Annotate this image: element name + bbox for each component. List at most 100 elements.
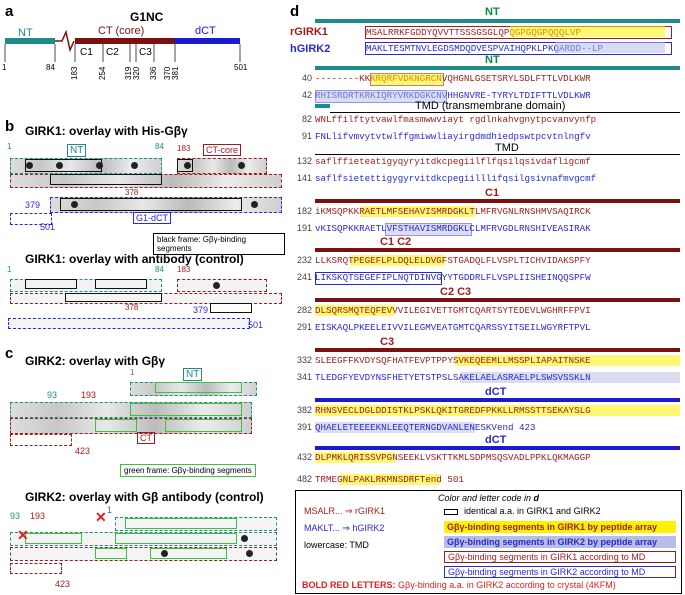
girk2-n-1: 1 [130,368,135,377]
panel-c-title-2: GIRK2: overlay with Gβ antibody (control… [25,490,264,504]
identical-marker-icon [444,509,458,515]
panel-d-letter: d [290,3,300,20]
num-r3-g2: 141 [296,173,312,183]
num-r5-g2: 241 [296,272,312,282]
num-r6-g2: 291 [296,322,312,332]
green-frame-1 [155,382,242,393]
num-r6-g1: 282 [296,305,312,315]
girk2-ab-row-2 [10,532,277,546]
legend-left-2: MAKLT... ⇒ hGIRK2 [304,523,385,533]
sec-dct-1: dCT [485,386,507,398]
seq-r0-g2: MAKLTESMTNVLEGDSMDQDVESPVAIHQPKLPKQARDD-… [365,42,672,55]
legend-right-4: Gβγ-binding segments in GIRK1 according … [444,551,676,563]
girk2-ab-row-4 [10,563,62,574]
sequence-alignment: NT rGIRK1 hGIRK2 MSALRRKFGDDYQVVTTSSSGSG… [290,6,682,466]
binding-frame-4 [60,198,242,211]
panel-c-letter: c [5,345,14,362]
legend-bottom: BOLD RED LETTERS: Gβγ-binding a.a. in GI… [302,580,616,590]
num-r5-g1: 232 [296,255,312,265]
seq-r4-g2: vKISQPKKRAETLVFSTHAVISMRDGKLCLMFRVGDLRNS… [315,223,591,234]
seq-r2-g2: FNLlifvmvytvtwlffgmiwwliayirgdmdhiedpswt… [315,131,591,142]
tick-381: 381 [171,66,180,80]
tick-501: 501 [234,63,248,72]
green-frame-note: green frame: Gβγ-binding segments [120,464,256,477]
sec-c2c3: C2 C3 [440,286,472,298]
seq-r4-g1: iKMSQPKKRAETLMFSEHAVISMRDGKLTLMFRVGNLRNS… [315,206,591,217]
nt-label: NT [18,27,33,39]
num-r9-g1: 432 [296,452,312,462]
num-r9-g2: 482 [296,474,312,484]
num-r2-g1: 82 [301,114,312,124]
ab-row-1b [177,279,267,292]
girk1-n-378: 378 [125,188,139,197]
ct-core-bar [75,38,175,44]
green-frame-3 [95,419,137,432]
girk2-ab-row-3 [10,547,277,561]
girk1-n-501: 501 [40,222,56,232]
tick-336: 336 [149,66,158,80]
girk1-ab-n-501: 501 [248,320,264,330]
linker-zigzag [55,29,75,53]
num-r4-g1: 182 [296,206,312,216]
panel-b-title-2: GIRK1: overlay with antibody (control) [25,252,244,266]
ct-core-label: CT (core) [98,25,145,37]
panel-a-title: G1NC [130,10,164,24]
girk2-ab-n-423: 423 [55,579,71,589]
girk1-ab-n-183: 183 [177,265,191,274]
blot-row-4 [10,213,52,225]
seq-r1-g2: RHISRDRTKRKIQRYVRKDGKCNVHHGNVRE-TYRYLTDI… [315,90,591,101]
seq-r6-g2: EISKAQLPKEELEIVVILEGMVEATGMTCQARSSYITSEI… [315,322,591,333]
sec-tmd-1: TMD (transmembrane domain) [415,100,566,112]
cross-mark-1: ✕ [95,509,107,525]
seq-r5-g2: LIKSKQTSEGEFIPLNQTDINVGYYTGDDRLFLVSPLIIS… [315,272,591,283]
panel-b-title-1: GIRK1: overlay with His-Gβγ [25,124,188,138]
girk2-n-93: 93 [47,390,58,400]
sec-tmd-2: TMD [495,142,519,154]
girk1-his-gbg-overlay: 1 NT 84 183 CT-core 378 379 501 G1-dCT b… [5,140,285,255]
rgirk1-label: rGIRK1 [290,26,328,38]
girk2-ct-label: CT [137,432,155,444]
sec-c1-1: C1 [485,187,500,199]
c3-label: C3 [139,47,152,58]
g1nc-domain-svg [4,29,241,62]
girk1-n-379: 379 [25,200,41,210]
c2-label: C2 [106,47,119,58]
tick-84: 84 [46,63,55,72]
legend-left-1: MSALR... ⇒ rGIRK1 [304,506,386,516]
girk1-ab-n-1: 1 [7,265,12,274]
cross-mark-2: ✕ [17,527,29,543]
seq-r1-g1: --------KKKRQRFVDKNGRCNVQHGNLGSETSRYLSDL… [315,73,591,84]
green-frame-2 [130,403,242,416]
sec-nt-2: NT [485,54,500,66]
binding-frame-1 [25,159,102,172]
c1-label: C1 [80,47,93,58]
legend-right-5: Gβγ-binding segments in GIRK2 according … [444,566,676,578]
blot-row-1 [10,158,162,174]
girk2-gbg-overlay: 1 NT 93 193 CT 423 green frame: Gβγ-bind… [5,368,285,503]
girk2-row-2 [10,402,252,418]
black-frame-note: black frame: Gβγ-binding segments [153,233,285,255]
seq-r8-g2: QHAELETEEEEKNLEEQTERNGDVANLENESKVend 423 [315,422,536,433]
num-r8-g1: 382 [296,405,312,415]
nt-box-label: NT [67,144,87,157]
legend-title: Color and letter code in d [437,493,540,503]
sec-c1c2: C1 C2 [380,236,412,248]
girk1-n-84: 84 [155,142,164,151]
num-r8-g2: 391 [296,422,312,432]
seq-r5-g1: LLKSRQTPEGEFLPLDQLELDVGFSTGADQLFLVSPLTIC… [315,255,591,266]
num-r4-g2: 191 [296,223,312,233]
seq-r3-g1: saflffieteatigyqyryitdkcpegiilflfqsilqsi… [315,156,591,167]
girk2-nt-label: NT [183,368,203,381]
seq-r7-g2: TLEDGFYEVDYNSFHETYETSTPSLSAKELAELASRAELP… [315,372,591,383]
legend-right-1: identical a.a. in GIRK1 and GIRK2 [464,506,601,516]
green-frame-4 [165,419,242,432]
seq-r9-g1: DLPMKLQRISSVPGNSEEKLVSKTTKMLSDPMSQSVADLP… [315,452,591,463]
seq-r6-g1: DLSQRSMQTEQFEVVVILEGIVETTGMTCQARTSYTEDEV… [315,305,591,316]
girk1-ab-n-84: 84 [155,265,164,274]
girk2-row-3 [10,418,252,434]
girk2-n-193: 193 [81,390,97,400]
hgirk2-label: hGIRK2 [290,43,331,55]
tick-183: 183 [70,66,79,80]
g1nc-domain-diagram: NT CT (core) dCT C1 C2 C3 1 84 183 254 3… [0,22,270,97]
girk2-ab-n-193: 193 [30,511,46,521]
